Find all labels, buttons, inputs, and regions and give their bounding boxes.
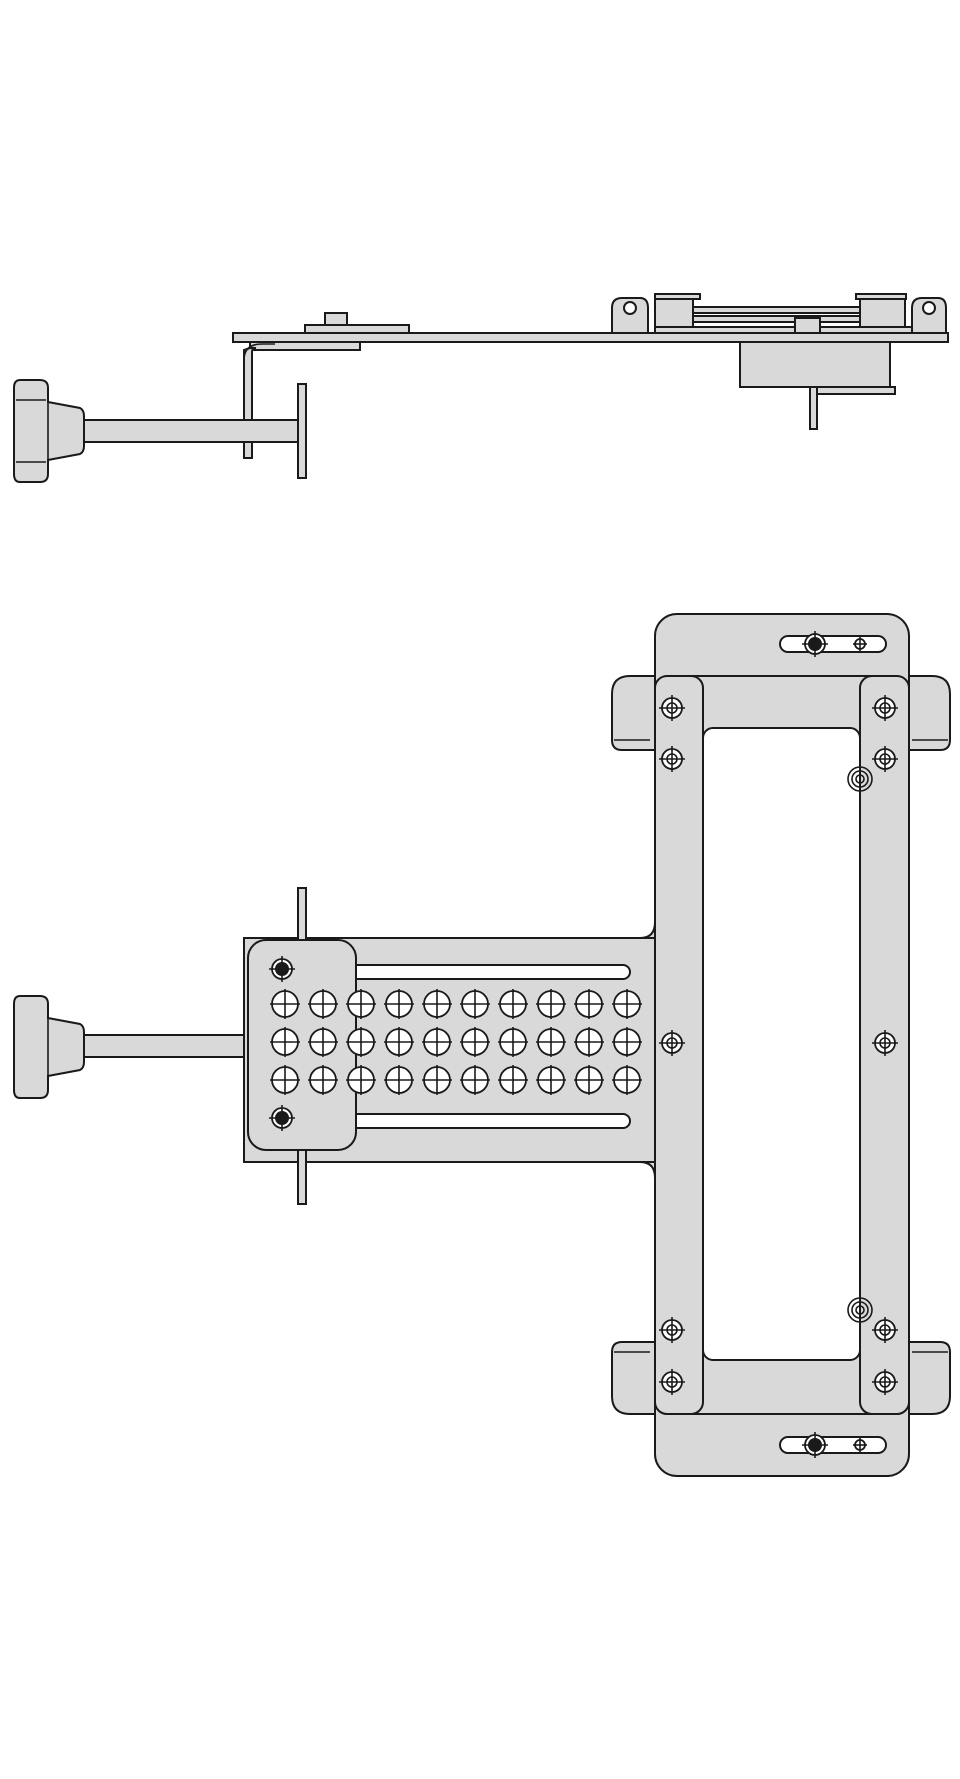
perforation-hole: [574, 989, 604, 1019]
screw-head: [269, 956, 295, 982]
perforation-hole: [308, 1027, 338, 1057]
perforation-hole: [270, 1027, 300, 1057]
perforation-hole: [422, 989, 452, 1019]
perforation-hole: [460, 1027, 490, 1057]
perforation-hole: [346, 1027, 376, 1057]
side-hook-right-hole: [922, 301, 936, 315]
tab-bottom-right: [908, 1341, 951, 1415]
side-view: [13, 293, 949, 483]
perforation-hole: [346, 989, 376, 1019]
side-housing-pin: [809, 386, 818, 430]
perforation-hole: [460, 989, 490, 1019]
slot-pin: [853, 1438, 867, 1452]
top-slot: [779, 635, 887, 653]
side-flange: [297, 383, 307, 479]
side-knob: [13, 379, 85, 483]
perforation-hole: [384, 1065, 414, 1095]
perforation-hole: [384, 989, 414, 1019]
spring-top: [847, 766, 873, 792]
perforation-hole: [460, 1065, 490, 1095]
perforation-grid: [270, 989, 642, 1095]
perforation-hole: [536, 1065, 566, 1095]
perforation-hole: [422, 1065, 452, 1095]
screw-head: [269, 1105, 295, 1131]
perforation-hole: [612, 1027, 642, 1057]
spring-bottom: [847, 1297, 873, 1323]
perforation-hole: [270, 1065, 300, 1095]
tab-top-right: [908, 675, 951, 751]
tab-top-left: [611, 675, 656, 751]
perforation-hole: [422, 1027, 452, 1057]
screw-head: [659, 1369, 685, 1395]
screw-head: [659, 746, 685, 772]
screw-head: [802, 631, 828, 657]
perforation-hole: [384, 1027, 414, 1057]
side-stack-left-cap: [654, 293, 701, 300]
screw-head: [872, 1030, 898, 1056]
side-top-plate: [304, 324, 410, 334]
slot-pin: [853, 637, 867, 651]
side-rail: [232, 332, 949, 343]
top-view: [13, 613, 951, 1477]
side-hook-right: [911, 297, 947, 334]
screw-head: [659, 1030, 685, 1056]
perforation-hole: [308, 989, 338, 1019]
perforation-hole: [574, 1065, 604, 1095]
side-housing-lip: [809, 386, 896, 395]
perforation-hole: [346, 1065, 376, 1095]
perforation-hole: [498, 989, 528, 1019]
bottom-slot: [779, 1436, 887, 1454]
perforation-hole: [612, 989, 642, 1019]
side-hook-left: [611, 297, 649, 334]
side-stack-left-block: [654, 296, 694, 328]
top-shaft: [82, 1034, 245, 1058]
side-nut: [324, 312, 348, 326]
side-shaft: [82, 419, 299, 443]
arm-slot-top: [329, 964, 631, 980]
perforation-hole: [308, 1065, 338, 1095]
side-l-bracket-curve: [243, 343, 275, 361]
tab-bottom-left: [611, 1341, 656, 1415]
screw-head: [872, 1317, 898, 1343]
screw-head: [659, 1317, 685, 1343]
side-housing: [739, 341, 891, 388]
perforation-hole: [536, 989, 566, 1019]
perforation-hole: [612, 1065, 642, 1095]
screw-head: [659, 695, 685, 721]
clamp-block: [247, 939, 357, 1151]
screw-head: [802, 1432, 828, 1458]
side-stack-right-block: [859, 296, 906, 328]
perforation-hole: [498, 1065, 528, 1095]
fasteners: [269, 631, 898, 1458]
screw-head: [872, 746, 898, 772]
screw-head: [872, 695, 898, 721]
perforation-hole: [498, 1027, 528, 1057]
side-hook-left-hole: [623, 301, 637, 315]
perforation-hole: [270, 989, 300, 1019]
side-housing-bolt: [794, 317, 821, 334]
screw-head: [872, 1369, 898, 1395]
perforation-hole: [536, 1027, 566, 1057]
frame-window: [702, 727, 861, 1361]
side-stack-right-cap: [855, 293, 907, 300]
arm-slot-bottom: [329, 1113, 631, 1129]
perforation-hole: [574, 1027, 604, 1057]
top-knob: [13, 995, 85, 1099]
